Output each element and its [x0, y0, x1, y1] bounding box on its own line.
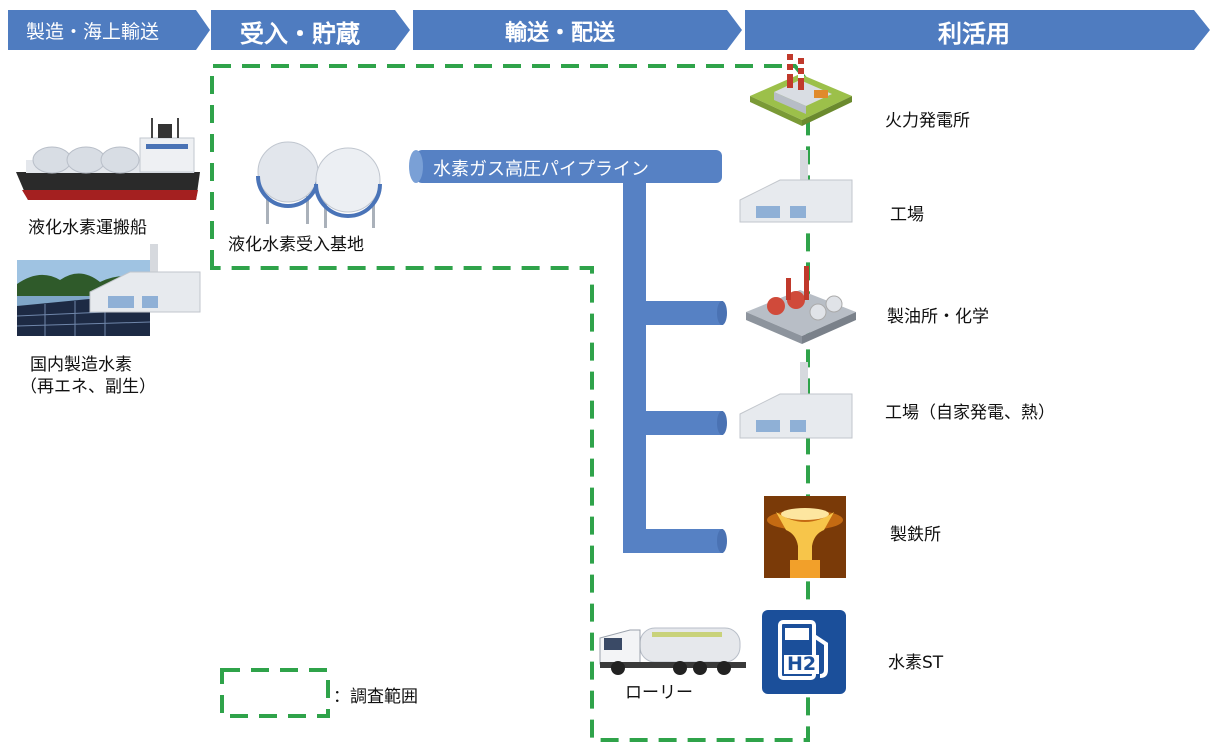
- stage-label-production: 製造・海上輸送: [26, 21, 160, 43]
- lh2-storage-tanks-icon: [256, 141, 382, 228]
- domestic-label-line2: （再エネ、副生）: [20, 377, 156, 397]
- tank-lorry-icon: [599, 627, 746, 675]
- stage-arrow-2: [211, 10, 410, 50]
- legend-label: ：調査範囲: [333, 687, 418, 707]
- factory-self-power-icon: [739, 362, 853, 439]
- domestic-label-line1: 国内製造水素: [30, 355, 132, 375]
- domestic-factory-icon: [89, 244, 201, 313]
- stage-arrow-3: [413, 10, 742, 50]
- lh2-carrier-ship-icon: [16, 118, 200, 200]
- use-label-hydrogen-station: 水素ST: [888, 653, 944, 673]
- stage-arrow-4: [745, 10, 1210, 50]
- use-label-steel-mill: 製鉄所: [890, 525, 941, 545]
- factory-icon: [739, 150, 853, 223]
- use-label-factory: 工場: [890, 205, 924, 225]
- refinery-icon: [746, 266, 856, 344]
- h2-sign-text: H2: [784, 655, 820, 674]
- storage-label: 液化水素受入基地: [228, 235, 364, 255]
- ship-label: 液化水素運搬船: [28, 218, 147, 238]
- stage-label-storage: 受入・貯蔵: [240, 20, 360, 48]
- legend-swatch: [220, 668, 330, 718]
- use-label-factory-self-power: 工場（自家発電、熱）: [885, 403, 1055, 423]
- stage-label-utilization: 利活用: [938, 20, 1010, 48]
- pipeline-label: 水素ガス高圧パイプライン: [433, 159, 649, 180]
- use-label-power-plant: 火力発電所: [885, 111, 970, 131]
- stage-arrow-1: [8, 10, 210, 50]
- use-label-refinery: 製油所・化学: [887, 307, 989, 327]
- lorry-label: ローリー: [625, 683, 693, 703]
- pipeline-network: [409, 150, 727, 553]
- power-plant-icon: [750, 54, 852, 126]
- stage-label-transport: 輸送・配送: [505, 21, 616, 46]
- hydrogen-station-icon: [762, 610, 846, 694]
- steel-mill-icon: [764, 496, 846, 578]
